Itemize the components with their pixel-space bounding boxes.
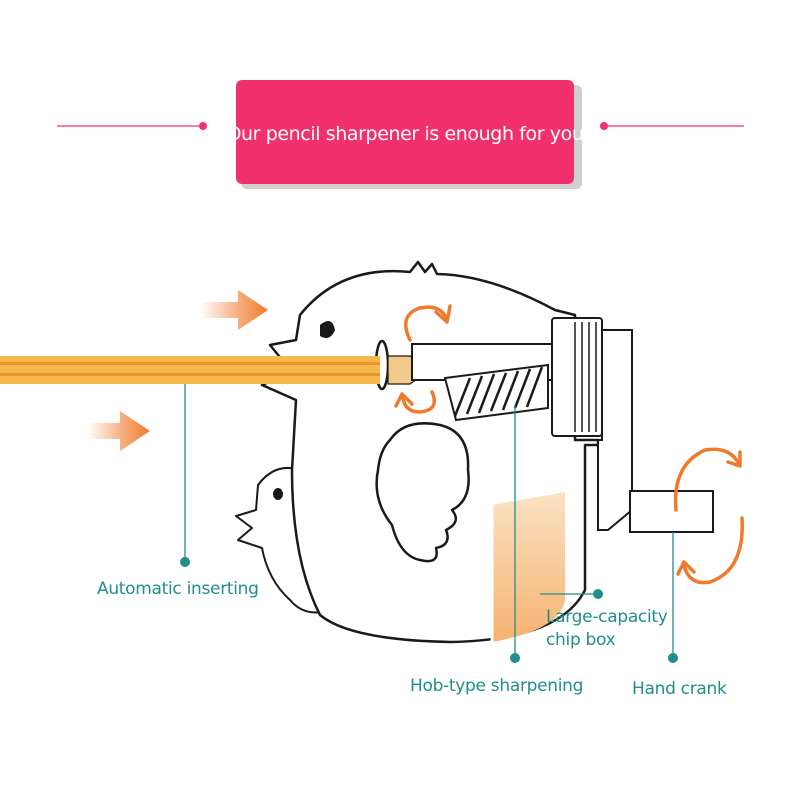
- hob-mechanism: [411, 317, 714, 533]
- crank-frame: [597, 329, 633, 531]
- sharpener-body: [260, 260, 600, 644]
- crank-rotation-bottom: [682, 516, 744, 585]
- gear-teeth: [574, 322, 597, 432]
- circular-rotation-arrow-icon: [394, 304, 744, 585]
- crank-handle: [629, 490, 714, 533]
- dot-hand-crank: [668, 653, 678, 663]
- banner-box: [236, 80, 574, 184]
- pencil: [0, 355, 432, 385]
- banner-left-dot: [199, 122, 207, 130]
- chick-wing: [375, 422, 470, 563]
- rotation-arrow-lower-head: [394, 392, 414, 408]
- label-automatic-inserting: Automatic inserting: [97, 579, 259, 599]
- label-hob-type: Hob-type sharpening: [410, 676, 583, 696]
- crank-rotation-top-head: [726, 450, 742, 468]
- chick-eye: [320, 321, 335, 338]
- double-right-arrow-icon: [88, 290, 268, 451]
- gear: [551, 317, 603, 437]
- insert-arrow-bottom: [88, 411, 150, 451]
- small-chick-eye: [273, 488, 283, 500]
- callouts: [180, 384, 678, 663]
- pencil-stripe-top: [0, 362, 380, 365]
- insert-arrow-top: [200, 290, 268, 330]
- crank-rotation-bottom-head: [676, 560, 696, 576]
- rotation-arrow-upper: [404, 305, 448, 342]
- rotation-arrow-upper-head: [434, 304, 452, 324]
- dot-large-capacity: [593, 589, 603, 599]
- hob-blades: [453, 366, 544, 417]
- dot-hob-type: [510, 653, 520, 663]
- banner-right-dot: [600, 122, 608, 130]
- labels: Automatic inserting Large-capacity chip …: [97, 579, 727, 699]
- dot-automatic-inserting: [180, 557, 190, 567]
- banner-title: Our pencil sharpener is enough for you: [226, 123, 583, 145]
- chip-box: [492, 492, 565, 642]
- label-large-capacity-line1: Large-capacity: [546, 607, 668, 627]
- rotation-arrow-lower: [401, 390, 436, 414]
- pencil-stripe-bottom: [0, 373, 380, 376]
- header-banner: Our pencil sharpener is enough for you: [57, 80, 744, 189]
- pencil-shaft: [0, 356, 380, 384]
- label-hand-crank: Hand crank: [632, 679, 727, 699]
- label-large-capacity-line2: chip box: [546, 630, 616, 650]
- crank-rotation-top: [673, 447, 740, 512]
